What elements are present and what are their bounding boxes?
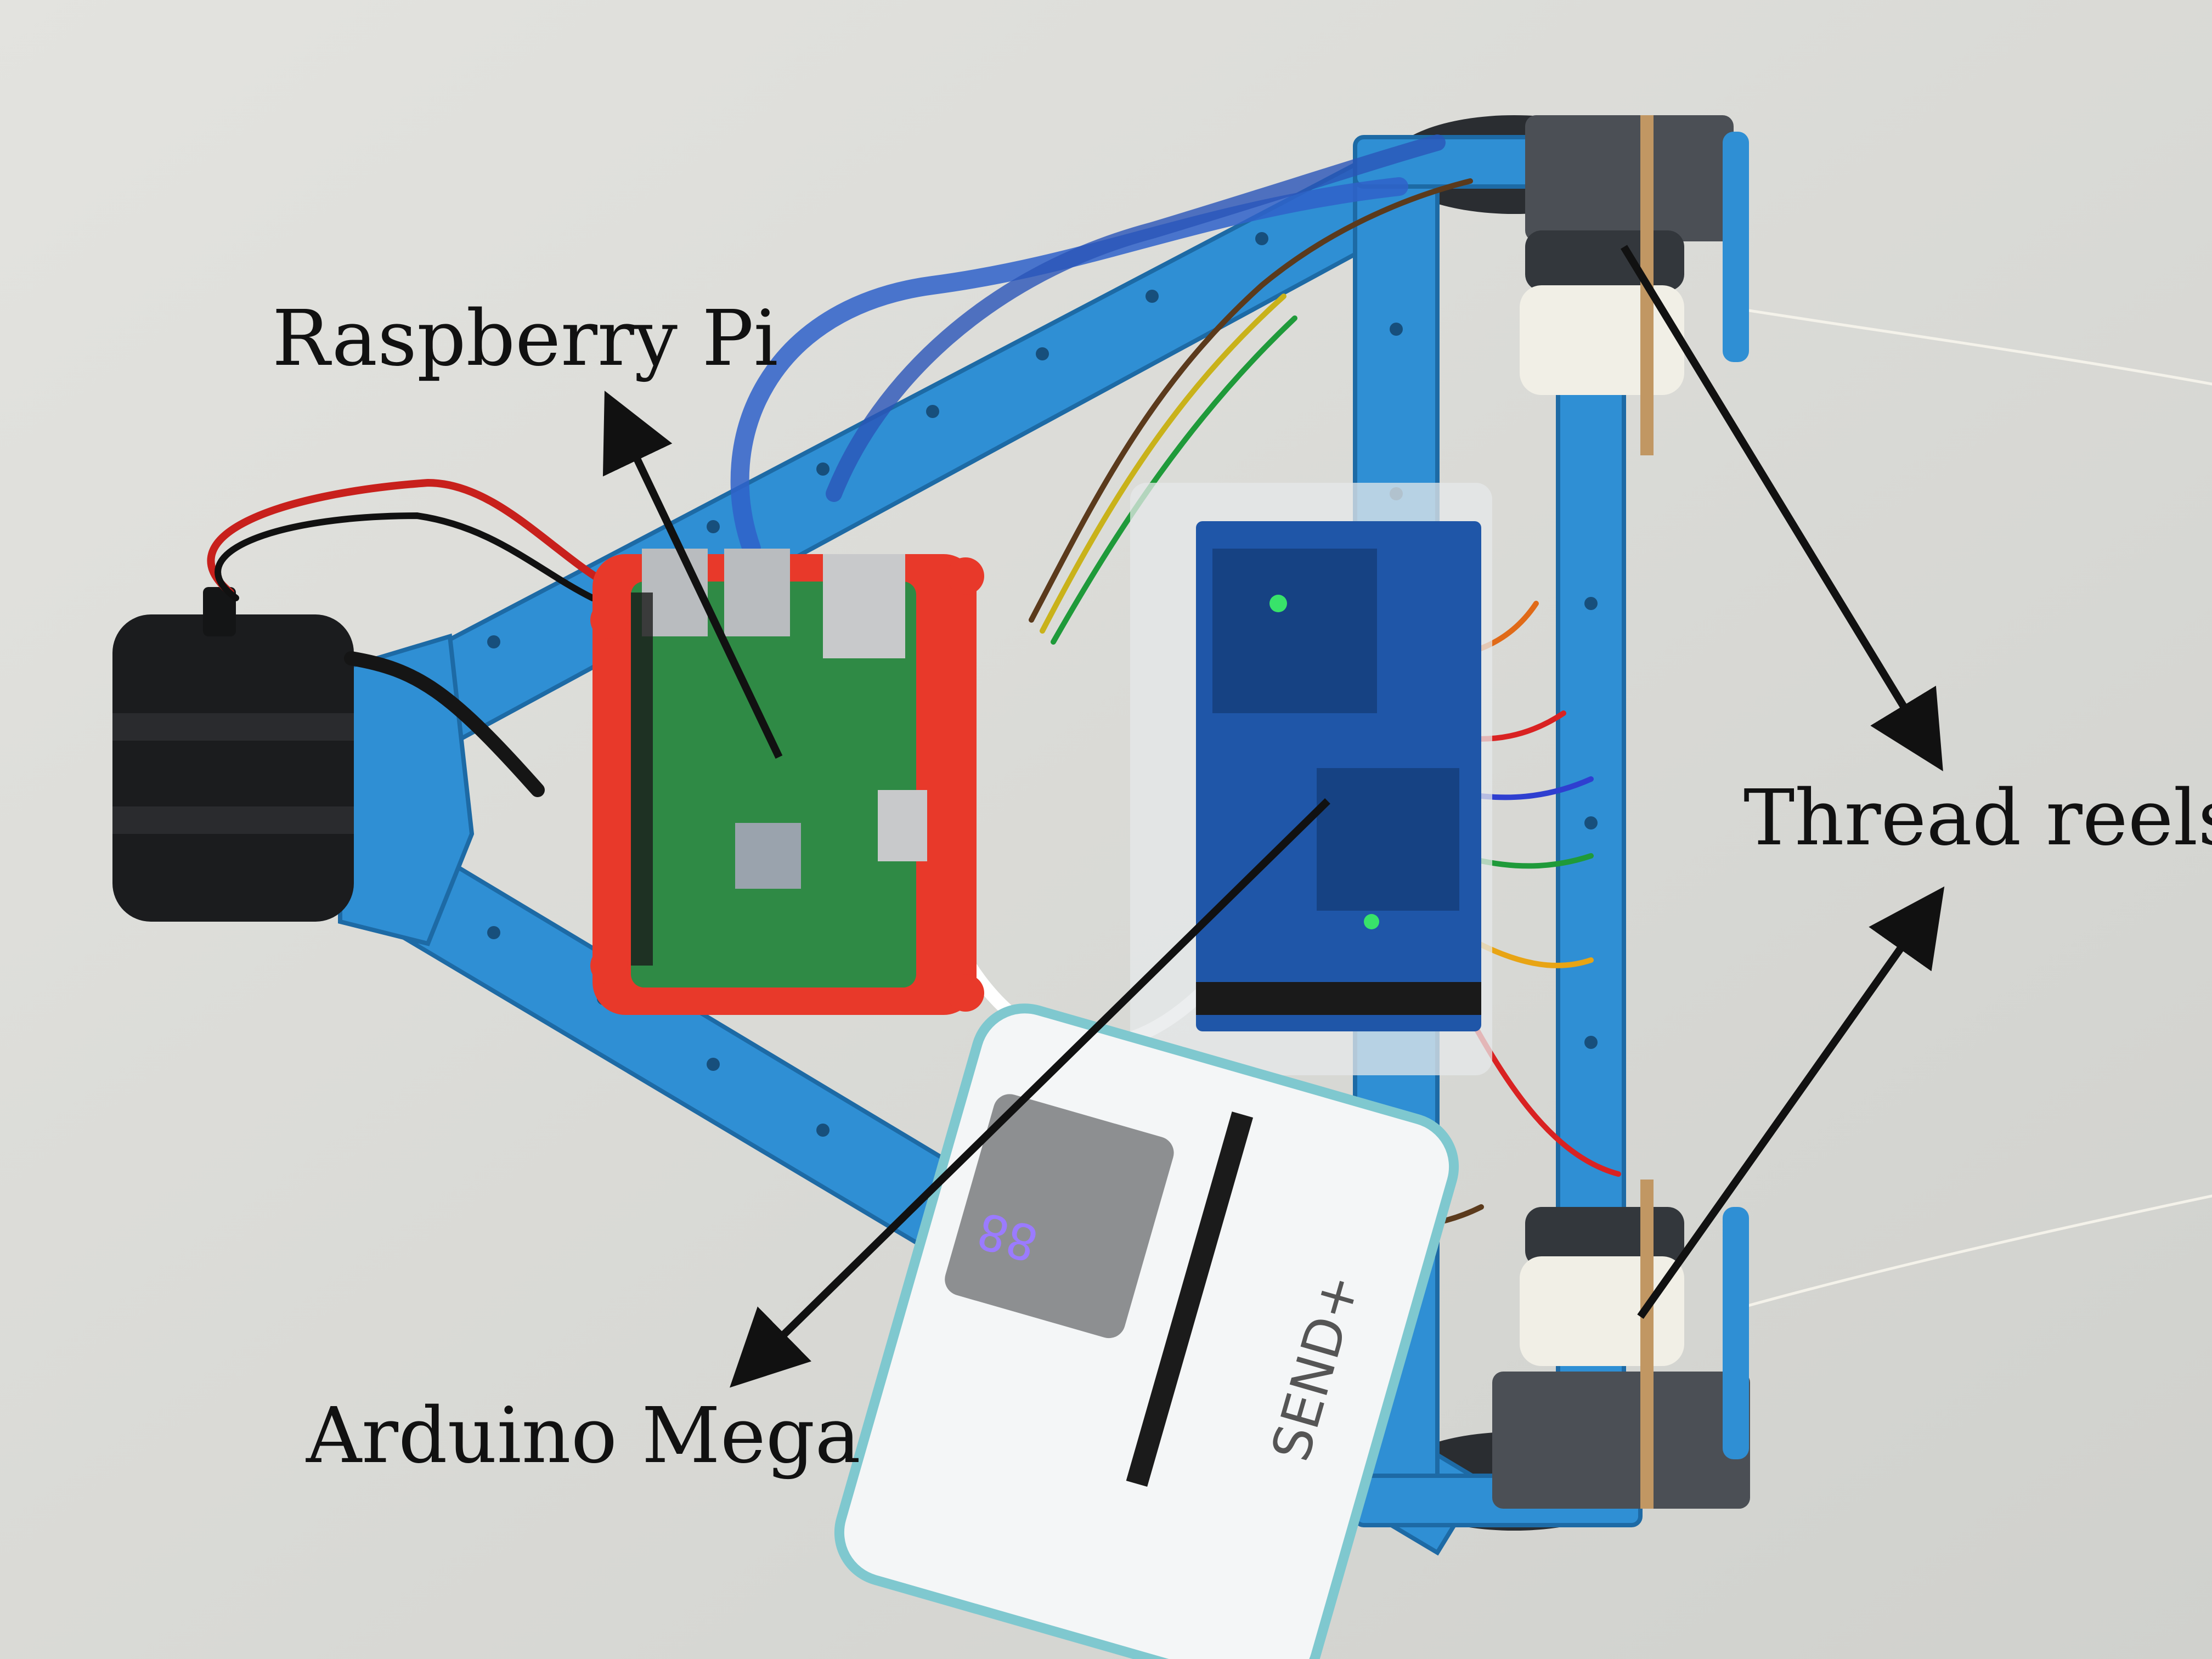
- arduino-mega: [1130, 483, 1492, 1075]
- arrow-arduino-mega: [730, 798, 1330, 1388]
- label-thread-reels: Thread reels: [1743, 774, 2212, 863]
- reel-side-brackets: [1723, 132, 1749, 1459]
- thread-reel-bottom: [1492, 1180, 1750, 1509]
- arrow-thread-reel-top: [1621, 245, 1943, 771]
- power-bank: 88 SEND+: [834, 1003, 1459, 1659]
- raspberry-pi-board: [631, 549, 927, 988]
- arrow-raspberry-pi: [602, 391, 783, 759]
- arrow-thread-reel-bottom: [1637, 886, 1945, 1319]
- label-raspberry-pi: Raspberry Pi: [272, 294, 778, 383]
- label-arduino-mega: Arduino Mega: [306, 1391, 861, 1481]
- battery-pack: [112, 587, 354, 922]
- annotation-arrows: [602, 245, 1945, 1388]
